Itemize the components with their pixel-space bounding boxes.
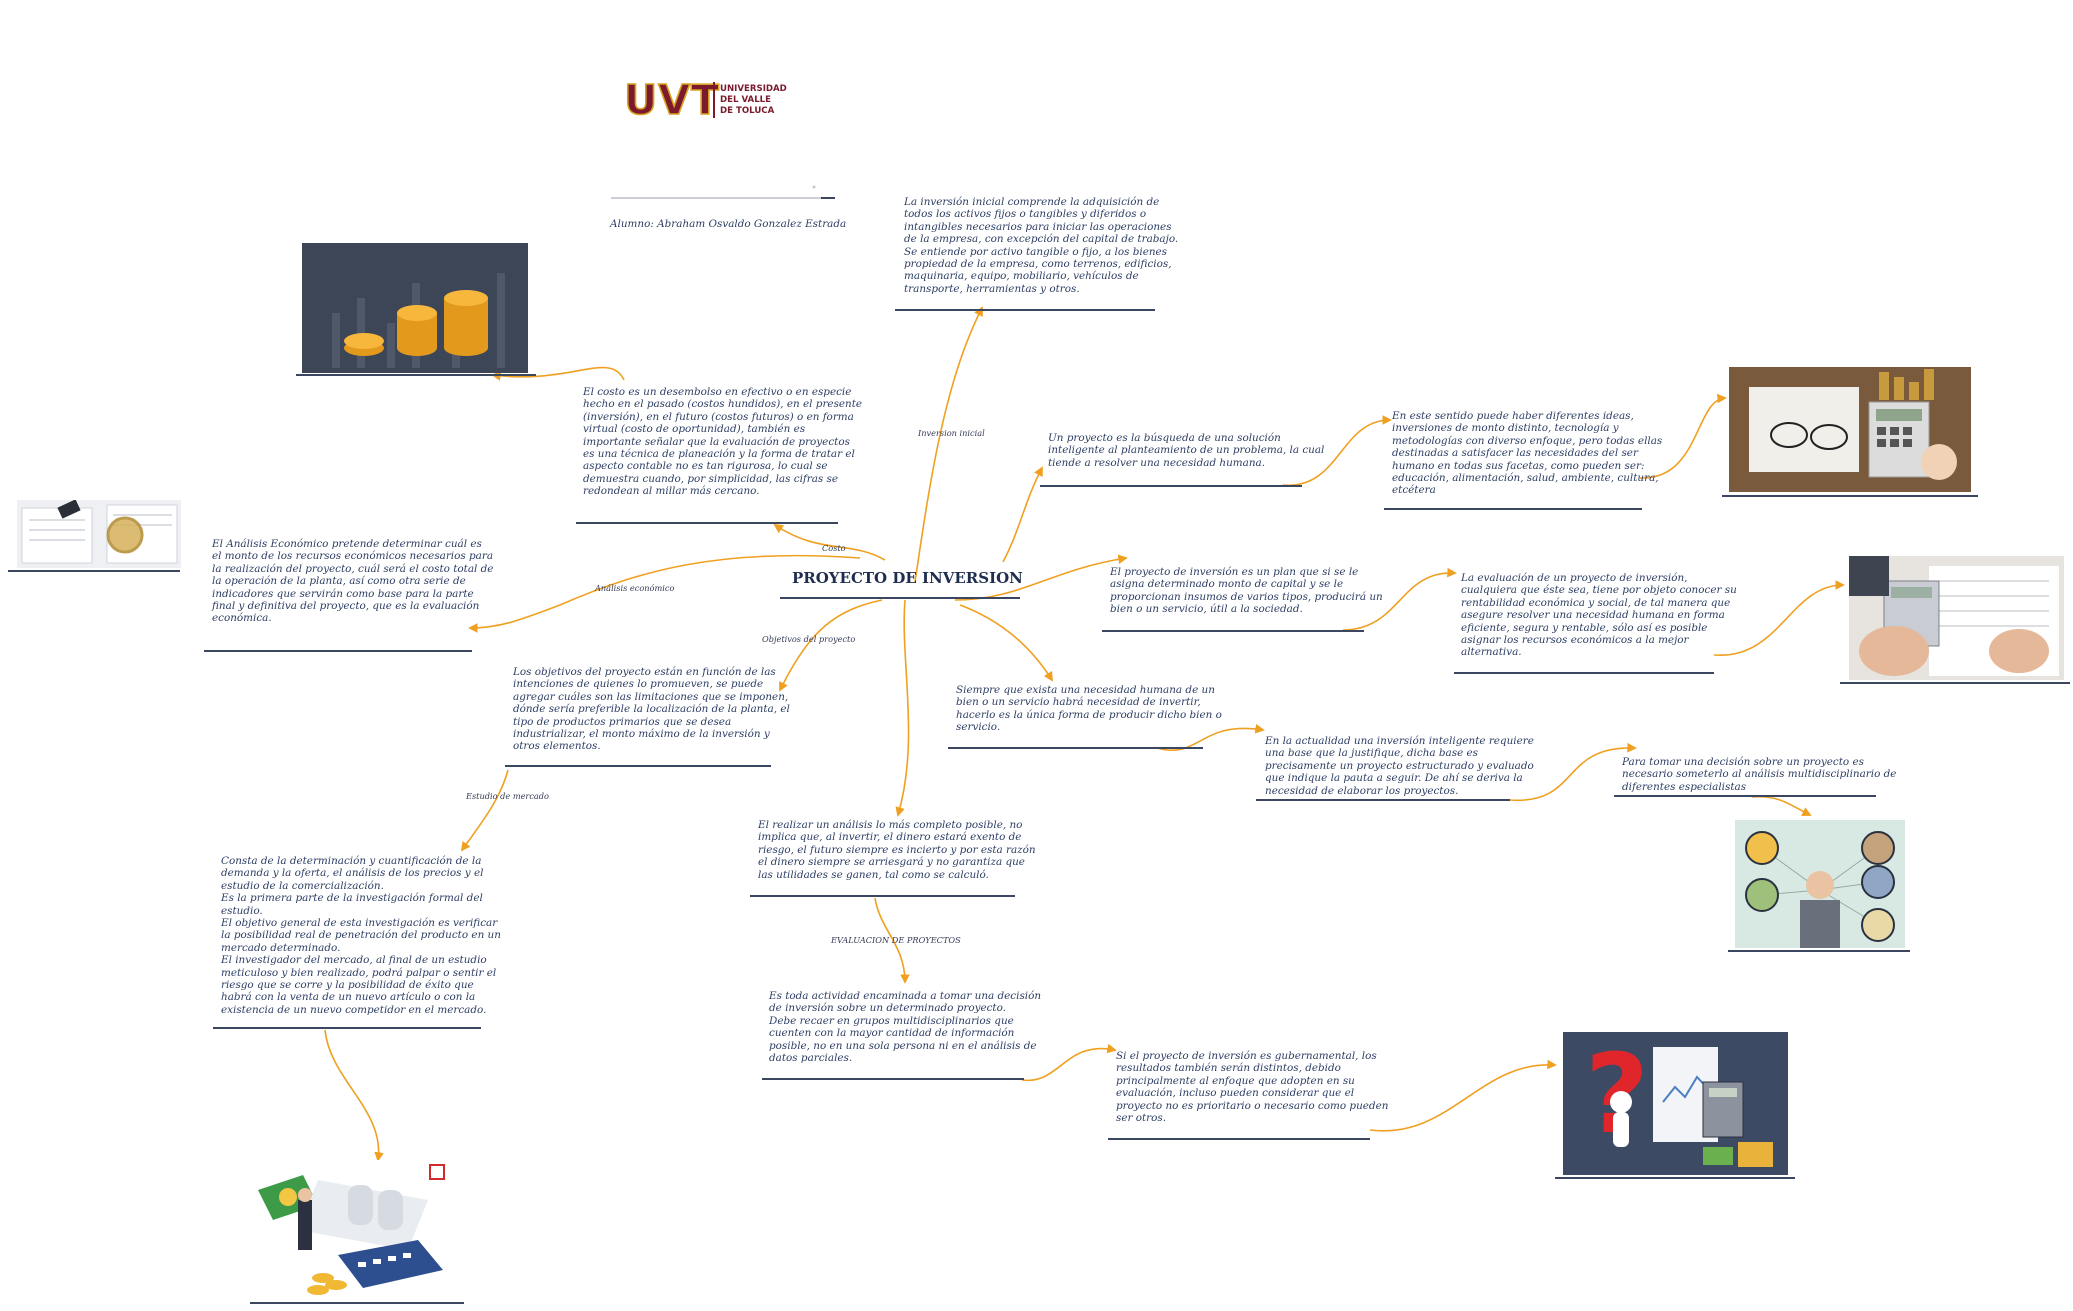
- rule-estudio: [213, 1027, 481, 1029]
- rule-decision: [1614, 795, 1876, 797]
- note-necesidad: Siempre que exista una necesidad humana …: [956, 684, 1222, 734]
- connector-gubernamental: [1021, 1043, 1117, 1082]
- rule-magnifier-image: [8, 570, 180, 572]
- rule-inversion-inicial: [895, 309, 1155, 311]
- connector-costo-img: [491, 366, 625, 381]
- central-rule: [780, 597, 1020, 599]
- businessman-money-illustration: [258, 1160, 458, 1300]
- coins-chart-illustration: [302, 243, 528, 373]
- question-mark-illustration: ?: [1563, 1032, 1788, 1175]
- connector-eval-img: [1713, 580, 1845, 656]
- specialists-illustration: [1735, 820, 1905, 948]
- label-analisis-economico: Análisis económico: [595, 583, 675, 593]
- rule-question-image: [1555, 1177, 1795, 1179]
- connector-decision-img: [1751, 795, 1812, 816]
- logo-divider: [713, 82, 715, 118]
- connector-ideas-img: [1639, 393, 1727, 479]
- note-decision: Para tomar una decisión sobre un proyect…: [1622, 756, 1897, 793]
- connector-ideas: [1282, 415, 1392, 486]
- rule-hands-image: [1840, 682, 2070, 684]
- rule-gubernamental: [1108, 1138, 1370, 1140]
- rule-eval-proyecto: [1454, 672, 1714, 674]
- rule-busqueda: [1040, 485, 1302, 487]
- note-evaluacion-proyecto: La evaluación de un proyecto de inversió…: [1461, 572, 1737, 659]
- connector-busqueda: [1002, 466, 1043, 563]
- connector-objetivos: [779, 599, 883, 692]
- rule-objetivos: [505, 765, 771, 767]
- connector-analisis: [468, 554, 861, 633]
- rule-specialists-image: [1728, 950, 1910, 952]
- connector-gub-img: [1369, 1059, 1557, 1132]
- magnifier-documents-illustration: [17, 500, 181, 568]
- note-inversion-inicial: La inversión inicial comprende la adquis…: [904, 196, 1179, 295]
- central-topic: PROYECTO DE INVERSION: [792, 569, 1023, 587]
- connector-evaluacion: [874, 897, 910, 984]
- rule-coins-image: [296, 374, 536, 376]
- rule-analisis: [204, 650, 472, 652]
- note-costo: El costo es un desembolso en efectivo o …: [583, 386, 863, 498]
- calculator-glasses-illustration: [1729, 367, 1971, 492]
- connector-eval-proy: [1342, 567, 1457, 631]
- label-estudio-mercado: Estudio de mercado: [466, 791, 549, 801]
- rule-costo: [576, 522, 838, 524]
- note-analisis-economico: El Análisis Económico pretende determina…: [212, 538, 494, 625]
- note-ideas: En este sentido puede haber diferentes i…: [1392, 410, 1663, 497]
- note-busqueda: Un proyecto es la búsqueda de una soluci…: [1048, 432, 1325, 469]
- connector-inversion-inicial: [914, 306, 983, 583]
- connector-completo: [895, 599, 910, 817]
- logo-university-name: UNIVERSIDAD DEL VALLE DE TOLUCA: [720, 84, 787, 116]
- connector-mercado-img: [324, 1029, 384, 1162]
- rule-businessman-image: [250, 1302, 464, 1304]
- connector-costo: [773, 523, 886, 561]
- note-gubernamental: Si el proyecto de inversión es gubername…: [1116, 1050, 1389, 1125]
- note-analisis-completo: El realizar un análisis lo más completo …: [758, 819, 1036, 881]
- student-name: Alumno: Abraham Osvaldo Gonzalez Estrada: [610, 218, 847, 230]
- note-estudio-mercado: Consta de la determinación y cuantificac…: [221, 855, 501, 1016]
- note-plan: El proyecto de inversión es un plan que …: [1110, 566, 1383, 616]
- rule-plan: [1102, 630, 1364, 632]
- label-objetivos: Objetivos del proyecto: [762, 634, 856, 644]
- hands-calculator-illustration: [1849, 556, 2064, 680]
- connector-actualidad: [1156, 724, 1265, 752]
- note-objetivos: Los objetivos del proyecto están en func…: [513, 666, 790, 753]
- connector-decision: [1509, 742, 1637, 801]
- logo-letters: UVT: [623, 75, 720, 125]
- rule-actualidad: [1256, 799, 1510, 801]
- note-evaluacion: Es toda actividad encaminada a tomar una…: [769, 990, 1042, 1065]
- label-evaluacion: EVALUACION DE PROYECTOS: [831, 935, 961, 945]
- rule-ideas: [1384, 508, 1642, 510]
- rule-calculator-image: [1722, 495, 1978, 497]
- note-actualidad: En la actualidad una inversión inteligen…: [1265, 735, 1534, 797]
- label-costo: Costo: [822, 543, 846, 553]
- label-inversion-inicial: Inversion inicial: [918, 428, 985, 438]
- connector-necesidad: [959, 604, 1054, 682]
- connector-estudio: [460, 769, 509, 852]
- rule-completo: [750, 895, 1015, 897]
- rule-necesidad: [948, 747, 1203, 749]
- rule-evaluacion: [762, 1078, 1024, 1080]
